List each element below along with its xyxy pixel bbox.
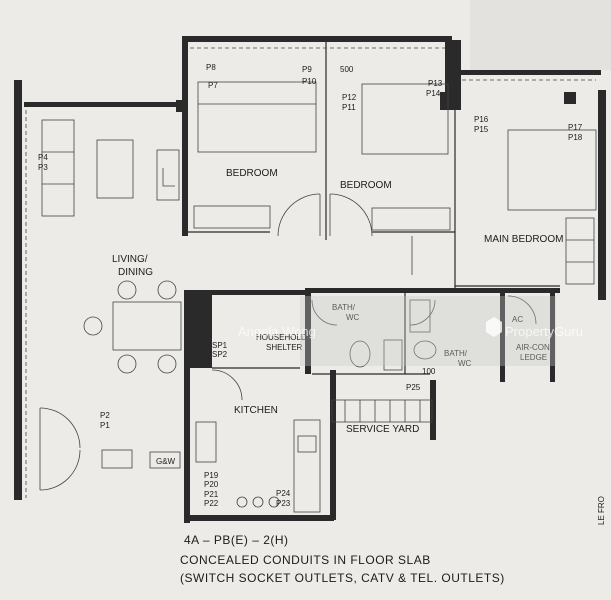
point-p20: P20 <box>204 480 219 489</box>
point-p10: P10 <box>302 77 317 86</box>
room-label-service-yard: SERVICE YARD <box>346 424 419 435</box>
side-text: LE FRO <box>597 496 606 525</box>
room-label-living: LIVING/ <box>112 254 148 265</box>
point-sp1: SP1 <box>212 341 228 350</box>
exterior-walls <box>14 36 606 523</box>
room-label-bedroom-mid: BEDROOM <box>340 180 392 191</box>
point-p8: P8 <box>206 63 216 72</box>
point-p3: P3 <box>38 163 48 172</box>
point-p16: P16 <box>474 115 489 124</box>
room-label-wc-1: WC <box>346 313 360 322</box>
point-p11: P11 <box>342 103 356 112</box>
point-p17: P17 <box>568 123 583 132</box>
point-p21: P21 <box>204 490 219 499</box>
point-p25: P25 <box>406 383 421 392</box>
electrical-points: P7 P8 P9 P10 500 P12 P11 P13 P14 P16 P15… <box>38 63 583 508</box>
footer-line-2: (SWITCH SOCKET OUTLETS, CATV & TEL. OUTL… <box>180 571 505 585</box>
room-label-household: HOUSEHOLD <box>256 333 307 342</box>
point-p13: P13 <box>428 79 443 88</box>
point-sp2: SP2 <box>212 350 228 359</box>
furniture <box>41 81 597 513</box>
room-label-dining: DINING <box>118 267 153 278</box>
point-p24: P24 <box>276 489 291 498</box>
point-p12: P12 <box>342 93 357 102</box>
point-p2: P2 <box>100 411 110 420</box>
room-label-main-bedroom: MAIN BEDROOM <box>484 234 563 245</box>
interior-walls <box>25 40 596 498</box>
point-num100: 100 <box>422 367 436 376</box>
point-num500: 500 <box>340 65 354 74</box>
watermark-brand-text: PropertyGuru <box>505 324 583 339</box>
room-label-shelter: SHELTER <box>266 343 303 352</box>
point-p7: P7 <box>208 81 218 90</box>
room-label-bath-2: BATH/ <box>444 349 468 358</box>
point-p14: P14 <box>426 89 441 98</box>
point-p1: P1 <box>100 421 110 430</box>
room-label-bedroom-left: BEDROOM <box>226 168 278 179</box>
room-labels: BEDROOM BEDROOM MAIN BEDROOM LIVING/ DIN… <box>112 168 563 466</box>
room-label-gw: G&W <box>156 457 176 466</box>
room-label-wc-2: WC <box>458 359 472 368</box>
point-p18: P18 <box>568 133 583 142</box>
room-label-bath-1: BATH/ <box>332 303 356 312</box>
point-p19: P19 <box>204 471 219 480</box>
room-label-ledge: LEDGE <box>520 353 547 362</box>
point-p4: P4 <box>38 153 48 162</box>
room-label-aircon: AIR-CON <box>516 343 550 352</box>
plan-code: 4A – PB(E) – 2(H) <box>184 533 289 547</box>
point-p9: P9 <box>302 65 312 74</box>
watermark-author: Angela Wong <box>238 324 316 339</box>
room-label-kitchen: KITCHEN <box>234 405 278 416</box>
point-p22: P22 <box>204 499 219 508</box>
watermark-brand: PropertyGuru <box>486 317 583 339</box>
footer-line-1: CONCEALED CONDUITS IN FLOOR SLAB <box>180 553 431 567</box>
point-p15: P15 <box>474 125 489 134</box>
point-ac: AC <box>512 315 523 324</box>
door-swings <box>39 193 537 491</box>
point-p23: P23 <box>276 499 291 508</box>
